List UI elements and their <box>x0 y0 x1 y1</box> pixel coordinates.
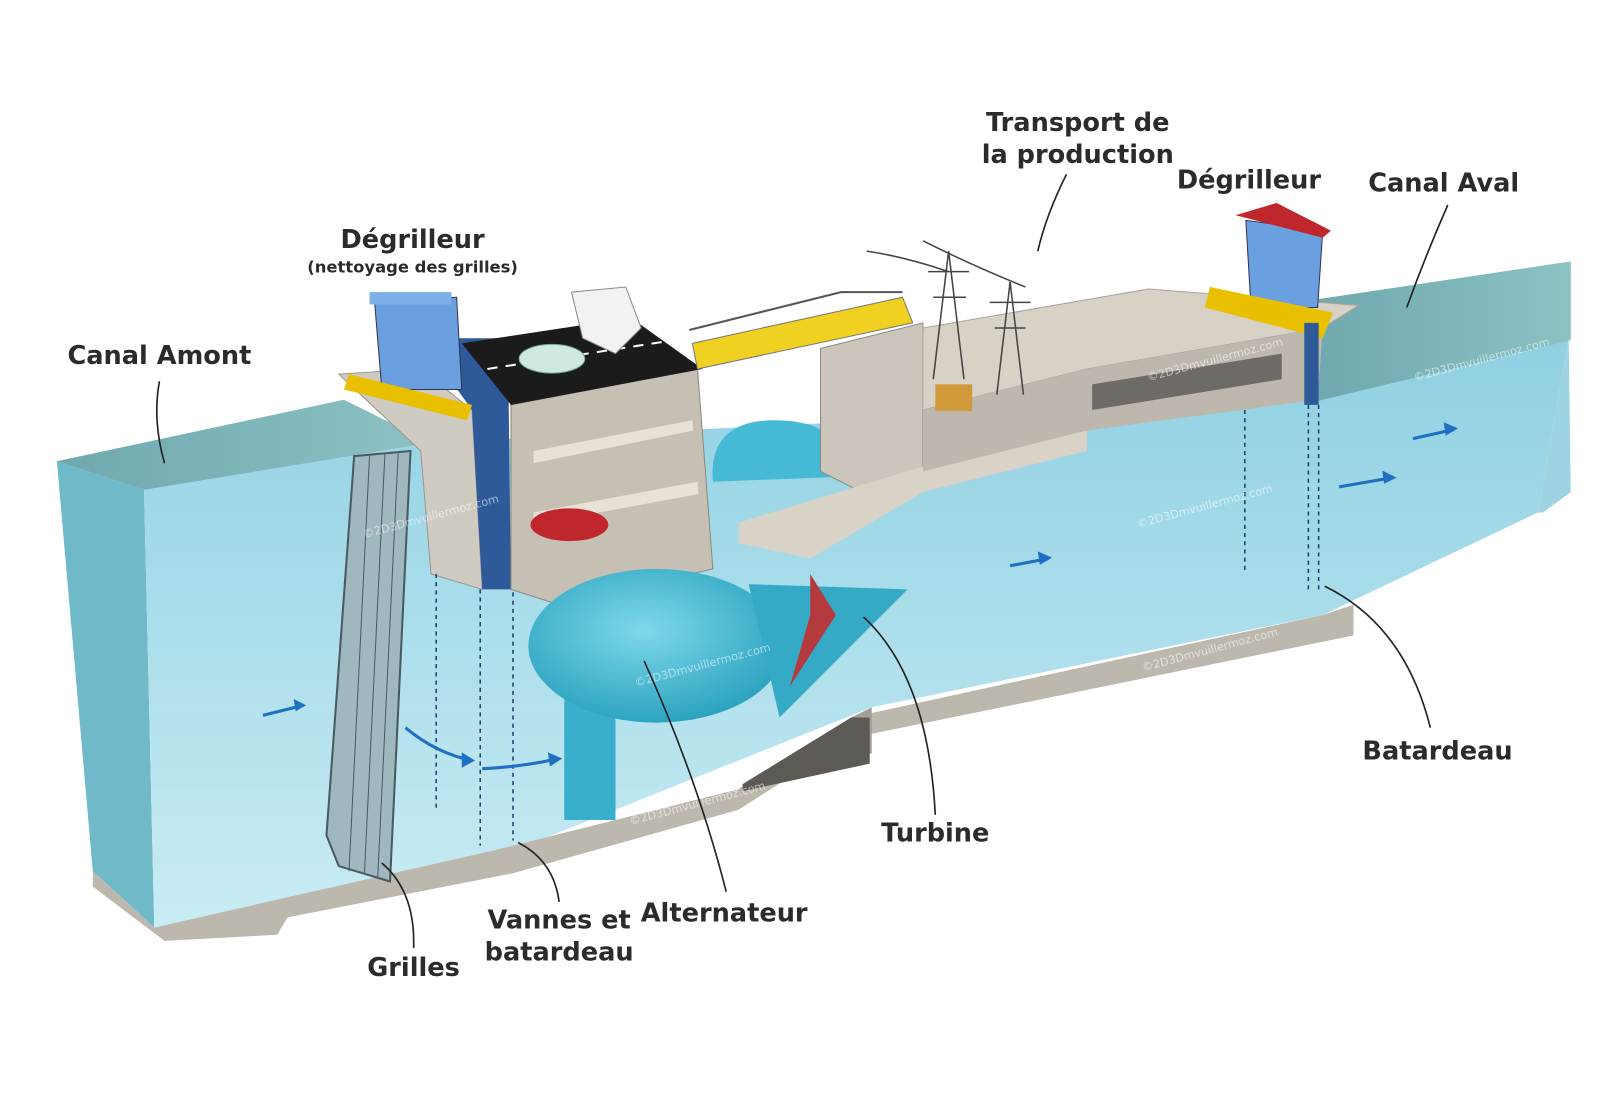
upstream-water-side-face <box>56 461 155 928</box>
deck-opening <box>1092 353 1282 410</box>
degrilleur-right-roof <box>1235 202 1331 238</box>
label-vannes-1: Vannes et <box>487 906 630 936</box>
label-transport-1: Transport de <box>986 108 1169 138</box>
downstream-water-right-face <box>1537 338 1571 513</box>
walkway-railing <box>689 291 903 332</box>
foundation-slab <box>92 604 1354 941</box>
gate-guides <box>435 404 1320 846</box>
leader-lines <box>155 173 1449 949</box>
generator-red <box>530 508 609 542</box>
road-marking <box>487 340 667 370</box>
walkway-bridge <box>691 296 914 370</box>
transformer-icon <box>935 384 973 412</box>
downstream-water-surface <box>1314 261 1571 402</box>
label-canal-amont: Canal Amont <box>67 341 251 371</box>
label-canal-aval: Canal Aval <box>1368 169 1519 199</box>
pylon-icon <box>866 240 1031 395</box>
degrilleur-left-rail <box>343 374 473 421</box>
car-icon <box>518 343 586 374</box>
upstream-water-surface <box>56 399 432 490</box>
label-degrilleur-left: Dégrilleur <box>340 225 485 255</box>
flow-arrows <box>262 422 1459 771</box>
label-degrilleur-left-sub: (nettoyage des grilles) <box>307 258 518 277</box>
turbine-hub <box>748 584 908 718</box>
label-transport-2: la production <box>982 140 1174 170</box>
label-grilles: Grilles <box>367 953 460 983</box>
degrilleur-left-cabin <box>374 296 463 390</box>
dome <box>712 420 847 482</box>
truck-icon <box>570 286 642 355</box>
batardeau-right <box>1304 322 1319 405</box>
central-pier <box>819 322 924 493</box>
label-vannes-2: batardeau <box>485 937 634 967</box>
degrilleur-right-rail <box>1204 286 1333 339</box>
degrilleur-left-arm <box>369 292 452 305</box>
intake-gate-blue <box>420 338 511 590</box>
label-alternateur: Alternateur <box>641 898 808 928</box>
powerhouse-floor-1 <box>533 420 694 464</box>
deck-slab <box>738 430 1087 559</box>
label-turbine: Turbine <box>881 818 989 848</box>
labels: Canal Amont Dégrilleur (nettoyage des gr… <box>67 108 1519 983</box>
turbine-runner <box>789 573 836 687</box>
alternateur-bulb <box>528 568 785 723</box>
culvert <box>742 717 870 792</box>
label-batardeau: Batardeau <box>1362 736 1512 766</box>
label-degrilleur-right: Dégrilleur <box>1177 166 1322 196</box>
grilles-mesh <box>348 451 399 878</box>
